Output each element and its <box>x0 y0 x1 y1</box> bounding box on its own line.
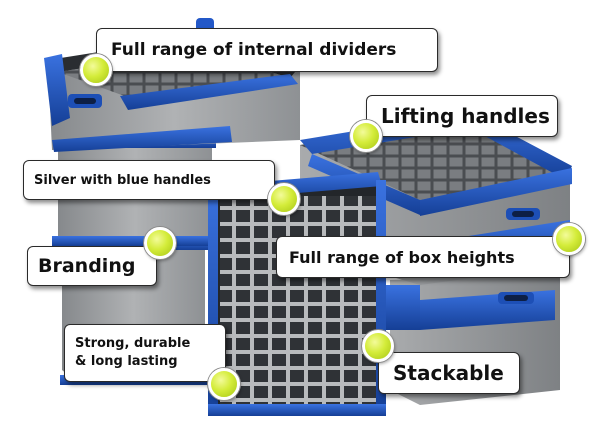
callout-strong-durable: Strong, durable & long lasting <box>64 324 226 382</box>
bullet-dot-icon <box>208 368 240 400</box>
bullet-dot-icon <box>144 227 176 259</box>
front-box <box>208 172 386 416</box>
callout-box-heights: Full range of box heights <box>276 236 570 278</box>
bullet-dot-icon <box>553 223 585 255</box>
callout-text: Lifting handles <box>381 104 550 128</box>
bullet-dot-icon <box>80 54 112 86</box>
callout-stackable: Stackable <box>378 352 520 394</box>
callout-lifting-handles: Lifting handles <box>366 95 558 137</box>
callout-silver-blue-handles: Silver with blue handles <box>23 160 275 200</box>
callout-text: Stackable <box>393 361 504 385</box>
callout-text: Full range of box heights <box>289 247 515 267</box>
callout-text: Silver with blue handles <box>34 172 211 188</box>
callout-text: Full range of internal dividers <box>111 40 397 60</box>
callout-text: Branding <box>38 255 136 277</box>
bullet-dot-icon <box>268 183 300 215</box>
bullet-dot-icon <box>362 330 394 362</box>
callout-text-line-2: & long lasting <box>75 354 178 369</box>
callout-internal-dividers: Full range of internal dividers <box>96 28 438 72</box>
bullet-dot-icon <box>350 120 382 152</box>
callout-text-line-1: Strong, durable <box>75 336 191 352</box>
callout-branding: Branding <box>27 246 157 286</box>
